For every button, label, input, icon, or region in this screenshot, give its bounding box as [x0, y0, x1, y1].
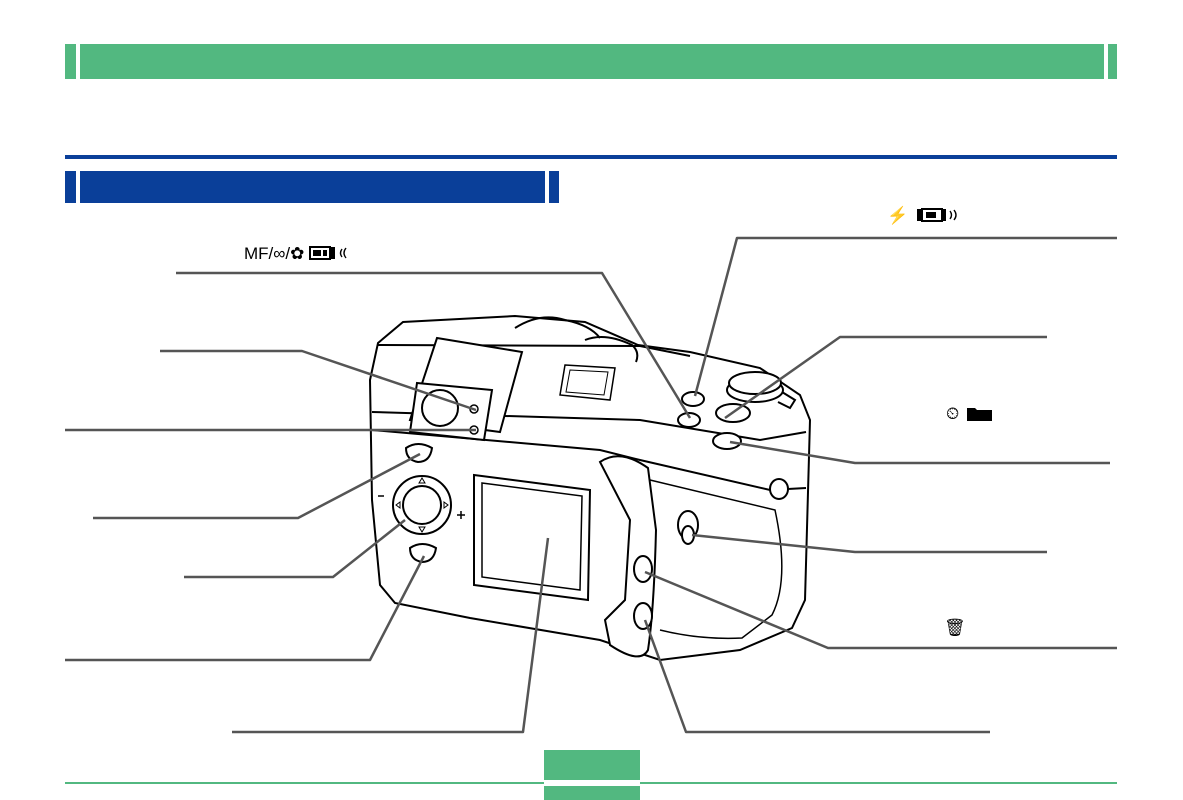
mf-symbol-icon-flash	[916, 208, 957, 222]
section-rule	[65, 155, 1117, 159]
focus-mode-text: MF/∞/✿	[244, 244, 305, 263]
flash-label: ⚡	[887, 206, 965, 226]
header-bar-divider-left	[76, 44, 80, 79]
header-bar	[65, 44, 1117, 79]
header-bar-divider-right	[1104, 44, 1108, 79]
flash-icon: ⚡	[887, 206, 909, 225]
page-number-tab-gap	[544, 780, 640, 786]
section-title-bar	[65, 171, 559, 203]
delete-icon: 🗑	[944, 618, 966, 637]
timer-icon: ⏲	[946, 404, 960, 423]
folder-icon	[967, 408, 992, 421]
delete-label: 🗑	[944, 618, 966, 638]
callout-lines	[65, 236, 1117, 734]
page-number-tab	[544, 750, 640, 800]
camera-body	[368, 314, 812, 662]
timer-folder-label: ⏲	[946, 404, 994, 424]
focus-mode-label: MF/∞/✿	[244, 244, 359, 264]
mf-symbol-icon	[309, 246, 347, 260]
section-bar-divider-right	[545, 171, 549, 203]
section-bar-divider-left	[76, 171, 80, 203]
